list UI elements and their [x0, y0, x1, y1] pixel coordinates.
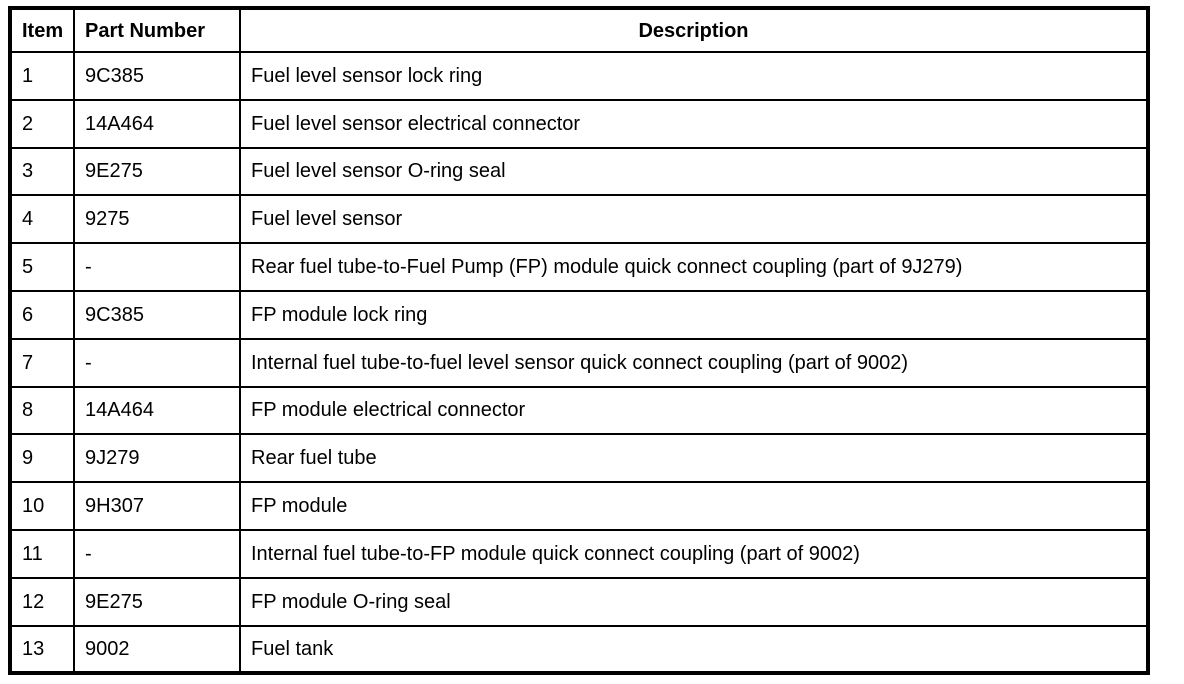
item-cell: 10	[9, 481, 75, 531]
part-number-cell: 14A464	[73, 98, 241, 149]
item-cell: 6	[9, 289, 75, 340]
table-row: 4 9275 Fuel level sensor	[9, 194, 1149, 245]
table-row: 10 9H307 FP module	[9, 481, 1149, 531]
part-number-cell: 9C385	[73, 289, 241, 340]
table-row: 11 - Internal fuel tube-to-FP module qui…	[9, 528, 1149, 579]
table-row: 12 9E275 FP module O-ring seal	[9, 576, 1149, 627]
item-cell: 4	[9, 194, 75, 245]
part-number-cell: -	[73, 528, 241, 579]
part-number-cell: 9002	[73, 624, 241, 675]
header-item: Item	[9, 7, 75, 53]
table-row: 1 9C385 Fuel level sensor lock ring	[9, 51, 1149, 101]
description-cell: Fuel level sensor O-ring seal	[239, 146, 1149, 197]
description-cell: Fuel level sensor electrical connector	[239, 98, 1149, 149]
item-cell: 3	[9, 146, 75, 197]
part-number-cell: 9H307	[73, 481, 241, 531]
table-row: 7 - Internal fuel tube-to-fuel level sen…	[9, 337, 1149, 388]
description-cell: Internal fuel tube-to-fuel level sensor …	[239, 337, 1149, 388]
part-number-cell: 9E275	[73, 146, 241, 197]
part-number-cell: -	[73, 337, 241, 388]
table-row: 13 9002 Fuel tank	[9, 624, 1149, 675]
description-cell: Rear fuel tube	[239, 433, 1149, 484]
table-row: 3 9E275 Fuel level sensor O-ring seal	[9, 146, 1149, 197]
item-cell: 9	[9, 433, 75, 484]
description-cell: Internal fuel tube-to-FP module quick co…	[239, 528, 1149, 579]
parts-table: Item Part Number Description 1 9C385 Fue…	[8, 6, 1150, 676]
item-cell: 2	[9, 98, 75, 149]
part-number-cell: 9E275	[73, 576, 241, 627]
item-cell: 1	[9, 51, 75, 101]
description-cell: FP module O-ring seal	[239, 576, 1149, 627]
table-row: 9 9J279 Rear fuel tube	[9, 433, 1149, 484]
description-cell: Fuel level sensor	[239, 194, 1149, 245]
item-cell: 8	[9, 385, 75, 436]
table-row: 2 14A464 Fuel level sensor electrical co…	[9, 98, 1149, 149]
item-cell: 12	[9, 576, 75, 627]
description-cell: Fuel tank	[239, 624, 1149, 675]
description-cell: FP module electrical connector	[239, 385, 1149, 436]
item-cell: 13	[9, 624, 75, 675]
item-cell: 7	[9, 337, 75, 388]
header-description: Description	[239, 7, 1149, 53]
parts-table-header: Item Part Number Description	[9, 7, 1149, 53]
parts-table-body: 1 9C385 Fuel level sensor lock ring 2 14…	[9, 51, 1149, 675]
part-number-cell: -	[73, 242, 241, 292]
part-number-cell: 9275	[73, 194, 241, 245]
description-cell: Fuel level sensor lock ring	[239, 51, 1149, 101]
description-cell: FP module	[239, 481, 1149, 531]
header-part-number: Part Number	[73, 7, 241, 53]
item-cell: 5	[9, 242, 75, 292]
table-row: 5 - Rear fuel tube-to-Fuel Pump (FP) mod…	[9, 242, 1149, 292]
table-row: 6 9C385 FP module lock ring	[9, 289, 1149, 340]
header-row: Item Part Number Description	[9, 7, 1149, 53]
description-cell: FP module lock ring	[239, 289, 1149, 340]
description-cell: Rear fuel tube-to-Fuel Pump (FP) module …	[239, 242, 1149, 292]
part-number-cell: 9C385	[73, 51, 241, 101]
table-row: 8 14A464 FP module electrical connector	[9, 385, 1149, 436]
part-number-cell: 14A464	[73, 385, 241, 436]
item-cell: 11	[9, 528, 75, 579]
part-number-cell: 9J279	[73, 433, 241, 484]
